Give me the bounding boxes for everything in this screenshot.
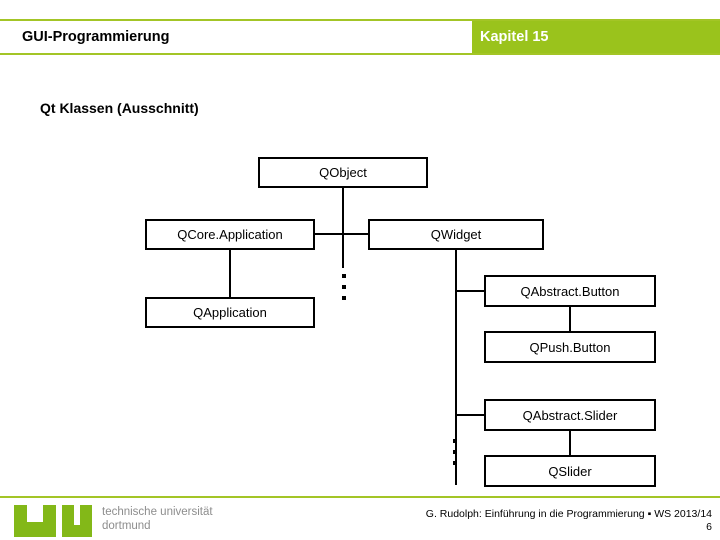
footer-divider — [0, 496, 720, 498]
class-node-label: QSlider — [548, 463, 592, 479]
edge-qabstractbutton-qpushbutton — [569, 307, 571, 331]
chapter-label: Kapitel 15 — [480, 29, 549, 45]
tu-logo-wordmark: technische universität dortmund — [102, 505, 213, 533]
class-node-qabstractslider[interactable]: QAbstract.Slider — [484, 399, 656, 431]
edge-trunk-qabstractslider — [455, 414, 484, 416]
page-number: 6 — [706, 521, 712, 533]
class-node-qwidget[interactable]: QWidget — [368, 219, 544, 250]
class-node-qpushbutton[interactable]: QPush.Button — [484, 331, 656, 363]
slide-header: GUI-Programmierung Kapitel 15 — [0, 19, 720, 55]
page-title: GUI-Programmierung — [22, 29, 170, 45]
vertical-ellipsis-icon-qobject-children — [341, 274, 346, 307]
class-node-label: QCore.Application — [177, 227, 283, 242]
class-node-label: QWidget — [430, 227, 482, 242]
tu-logo-icon — [14, 505, 92, 537]
tu-logo-line1: technische universität — [102, 506, 213, 518]
tu-dortmund-logo: technische universität dortmund — [14, 503, 214, 539]
slide-subtitle: Qt Klassen (Ausschnitt) — [40, 100, 199, 116]
class-node-label: QApplication — [193, 305, 267, 320]
class-node-label: QAbstract.Button — [520, 283, 620, 299]
edge-crossbar-children — [315, 233, 368, 235]
vertical-ellipsis-icon-qwidget-children — [452, 439, 457, 472]
edge-qcoreapplication-qapplication — [229, 250, 231, 297]
class-node-label: QPush.Button — [529, 339, 611, 355]
edge-qwidget-trunk — [455, 250, 457, 485]
class-node-qapplication[interactable]: QApplication — [145, 297, 315, 328]
class-node-qslider[interactable]: QSlider — [484, 455, 656, 487]
edge-qobject-trunk — [342, 188, 344, 268]
edge-trunk-qabstractbutton — [455, 290, 484, 292]
tu-logo-line2: dortmund — [102, 520, 151, 532]
footer-credit: G. Rudolph: Einführung in die Programmie… — [425, 508, 712, 520]
class-node-qcoreapplication[interactable]: QCore.Application — [145, 219, 315, 250]
class-node-label: QAbstract.Slider — [522, 407, 618, 423]
edge-qabstractslider-qslider — [569, 431, 571, 455]
class-node-label: QObject — [319, 165, 367, 180]
class-node-qabstractbutton[interactable]: QAbstract.Button — [484, 275, 656, 307]
header-accent-block — [472, 21, 720, 53]
class-node-qobject[interactable]: QObject — [258, 157, 428, 188]
